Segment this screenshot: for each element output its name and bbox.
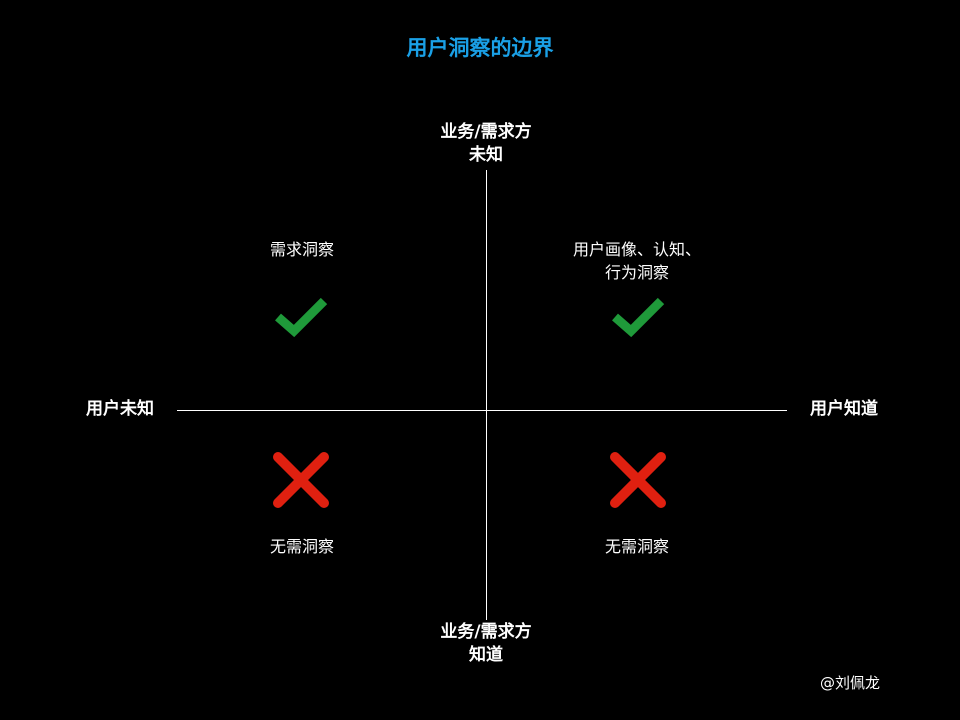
quadrant-top-right-line-1: 用户画像、认知、	[572, 240, 701, 259]
axis-label-top-line-2: 未知	[469, 145, 503, 165]
quadrant-bottom-right-line-1: 无需洞察	[604, 537, 669, 556]
quadrant-top-left-label: 需求洞察	[202, 238, 402, 261]
axis-label-top: 业务/需求方 未知	[386, 121, 586, 167]
axis-label-left: 用户未知	[86, 399, 154, 419]
axis-label-bottom-line-2: 知道	[469, 645, 503, 665]
quadrant-bottom-left-label: 无需洞察	[202, 535, 402, 558]
quadrant-top-right-label: 用户画像、认知、 行为洞察	[537, 238, 737, 284]
axis-label-bottom-line-1: 业务/需求方	[440, 622, 532, 642]
quadrant-top-left-line-1: 需求洞察	[269, 240, 334, 259]
quadrant-top-right-line-2: 行为洞察	[604, 263, 669, 282]
check-icon	[275, 297, 328, 338]
check-icon	[612, 297, 665, 338]
quadrant-bottom-right-label: 无需洞察	[537, 535, 737, 558]
author-credit: @刘佩龙	[820, 674, 881, 692]
vertical-axis-line	[486, 170, 487, 620]
axis-label-bottom: 业务/需求方 知道	[386, 621, 586, 667]
quadrant-bottom-left-line-1: 无需洞察	[269, 537, 334, 556]
horizontal-axis-line	[177, 410, 787, 411]
cross-icon	[273, 452, 329, 508]
axis-label-top-line-1: 业务/需求方	[440, 122, 532, 142]
axis-label-right: 用户知道	[810, 399, 878, 419]
diagram-title: 用户洞察的边界	[406, 36, 554, 60]
cross-icon	[610, 452, 666, 508]
